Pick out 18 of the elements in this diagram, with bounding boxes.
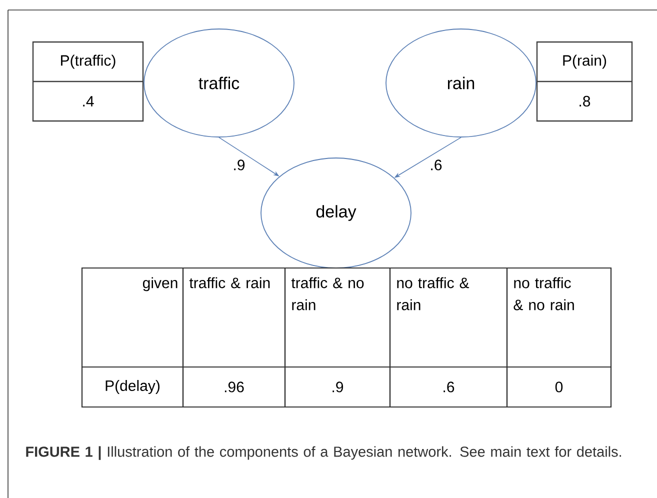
probability-table: P(rain) .8	[536, 41, 633, 122]
table-cell: traffic & no rain	[284, 267, 391, 368]
edge-label: .9	[234, 160, 245, 170]
table-cell: given	[81, 267, 184, 368]
table-cell: P(delay)	[81, 366, 184, 408]
table-cell: no traffic & no rain	[506, 267, 612, 368]
table-cell: traffic & rain	[182, 267, 286, 368]
table-cell: no traffic & rain	[389, 267, 508, 368]
ellipse-node: traffic	[144, 28, 294, 138]
table-cell: .9	[284, 366, 391, 408]
ellipse-node: rain	[386, 28, 536, 138]
ellipse-node: delay	[260, 158, 412, 268]
probability-table: P(traffic) .4	[32, 41, 144, 122]
edge-label: .6	[431, 160, 442, 170]
table-cell: .96	[182, 366, 286, 408]
figure-caption: FIGURE 1 | Illustration of the components of a Bayesian network. See main text for details.	[26, 446, 622, 460]
table-cell: 0	[506, 366, 612, 408]
table-cell: .6	[389, 366, 508, 408]
